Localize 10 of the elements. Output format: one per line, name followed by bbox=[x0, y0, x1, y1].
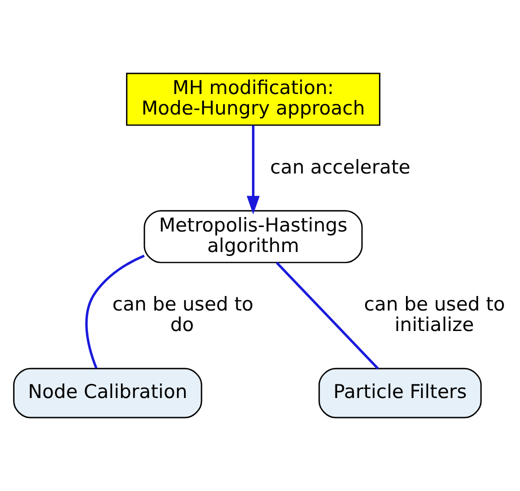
edge-label: can be used to initialize bbox=[364, 293, 506, 336]
edge-label: can be used to do bbox=[112, 293, 254, 336]
node-box: Node Calibration bbox=[13, 368, 202, 418]
node-box: Metropolis-Hastings algorithm bbox=[144, 210, 363, 264]
arrow bbox=[246, 125, 260, 214]
connector bbox=[276, 262, 379, 370]
node-box: Particle Filters bbox=[318, 368, 482, 418]
node-box: MH modification: Mode-Hungry approach bbox=[126, 72, 380, 126]
connector bbox=[85, 254, 145, 369]
edge-label: can accelerate bbox=[270, 156, 410, 179]
